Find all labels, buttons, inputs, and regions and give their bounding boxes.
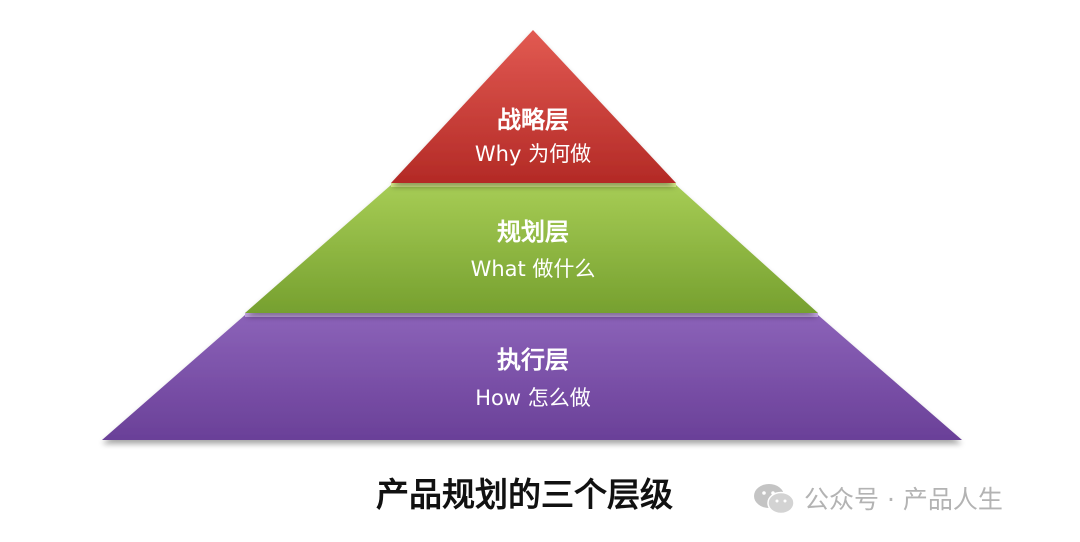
layer-strategy-title: 战略层 — [497, 106, 569, 134]
layer-execution-title: 执行层 — [497, 346, 569, 374]
wechat-icon — [754, 484, 795, 515]
layer-execution-highlight — [245, 313, 818, 317]
layer-execution-subtitle: How 怎么做 — [475, 386, 591, 410]
watermark-text: 公众号 · 产品人生 — [804, 484, 1003, 514]
layer-planning-highlight — [391, 183, 676, 187]
layer-strategy-subtitle: Why 为何做 — [475, 142, 591, 166]
layer-planning-subtitle: What 做什么 — [471, 257, 596, 281]
diagram-caption: 产品规划的三个层级 — [376, 475, 673, 514]
layer-planning-shape — [245, 185, 818, 313]
layer-execution-shape — [102, 315, 962, 440]
layer-planning-title: 规划层 — [497, 218, 569, 246]
watermark: 公众号 · 产品人生 — [752, 482, 1003, 516]
layer-strategy-shape — [391, 30, 676, 183]
